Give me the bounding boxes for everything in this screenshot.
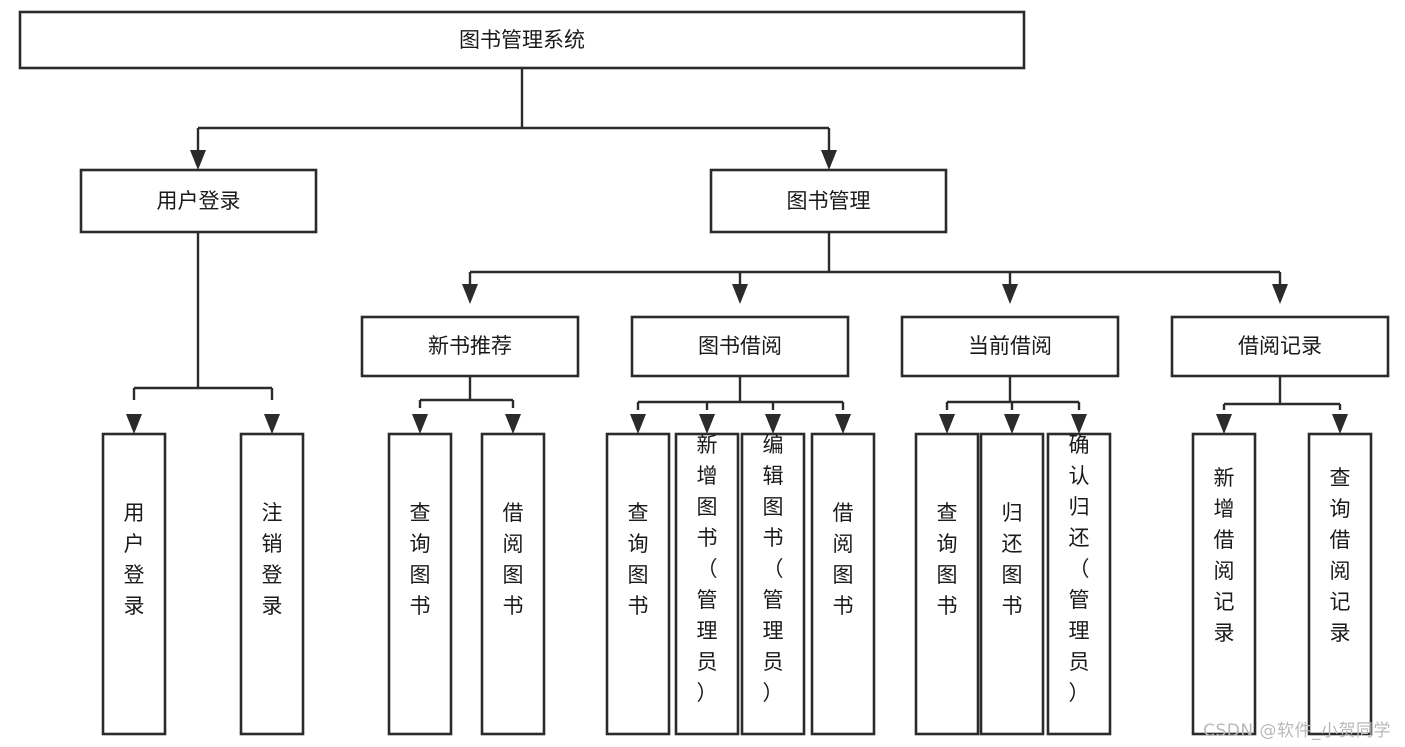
node-book-management-label: 图书管理 [787, 189, 871, 213]
arrow-down-icon [835, 414, 851, 434]
leaf-book-borrow-edit[interactable]: 编辑图书（管理员） [740, 432, 806, 736]
leaf-book-borrow-borrow[interactable]: 借阅图书 [810, 432, 876, 736]
leaf-new-book-borrow-label: 借阅图书 [503, 501, 524, 618]
node-book-borrow[interactable]: 图书借阅 [630, 315, 850, 378]
leaf-user-login-login-label: 用户登录 [124, 501, 145, 618]
connectors-userlogin-to-leaves [126, 232, 280, 434]
node-user-login[interactable]: 用户登录 [79, 168, 318, 234]
leaf-book-borrow-borrow-label: 借阅图书 [833, 501, 854, 618]
arrow-down-icon [190, 150, 206, 170]
arrow-down-icon [699, 414, 715, 434]
leaf-user-login-login[interactable]: 用户登录 [101, 432, 167, 736]
node-new-book-recommend[interactable]: 新书推荐 [360, 315, 580, 378]
leaf-current-borrow-query-label: 查询图书 [937, 501, 958, 618]
leaf-new-book-borrow[interactable]: 借阅图书 [480, 432, 546, 736]
node-borrow-record-label: 借阅记录 [1238, 334, 1322, 358]
node-borrow-record[interactable]: 借阅记录 [1170, 315, 1390, 378]
arrow-down-icon [765, 414, 781, 434]
arrow-down-icon [412, 414, 428, 434]
leaf-current-borrow-return-label: 归还图书 [1002, 501, 1023, 618]
arrow-down-icon [462, 284, 478, 304]
leaf-borrow-record-add[interactable]: 新增借阅记录 [1191, 432, 1257, 736]
leaf-book-borrow-edit-label: 编辑图书（管理员） [763, 433, 784, 705]
watermark-credit: CSDN @软件_小贺同学 [1203, 721, 1391, 741]
arrow-down-icon [1272, 284, 1288, 304]
leaf-user-login-logout[interactable]: 注销登录 [239, 432, 305, 736]
leaf-book-borrow-query[interactable]: 查询图书 [605, 432, 671, 736]
leaf-book-borrow-add[interactable]: 新增图书（管理员） [674, 432, 740, 736]
connectors-root-to-level2 [190, 68, 837, 170]
arrow-down-icon [1002, 284, 1018, 304]
leaf-borrow-record-add-label: 新增借阅记录 [1214, 466, 1235, 645]
leaf-current-borrow-confirm-label: 确认归还（管理员） [1069, 433, 1090, 705]
arrow-down-icon [1071, 414, 1087, 434]
leaf-new-book-query-label: 查询图书 [410, 501, 431, 618]
arrow-down-icon [1216, 414, 1232, 434]
arrow-down-icon [939, 414, 955, 434]
node-root-system[interactable]: 图书管理系统 [18, 10, 1026, 70]
leaf-user-login-logout-label: 注销登录 [262, 501, 283, 618]
arrow-down-icon [126, 414, 142, 434]
leaf-new-book-query[interactable]: 查询图书 [387, 432, 453, 736]
arrow-down-icon [1004, 414, 1020, 434]
leaf-book-borrow-query-label: 查询图书 [628, 501, 649, 618]
node-root-system-label: 图书管理系统 [459, 28, 585, 52]
connectors-currentborrow-to-leaves [939, 376, 1087, 434]
leaf-current-borrow-return[interactable]: 归还图书 [979, 432, 1045, 736]
arrow-down-icon [505, 414, 521, 434]
connectors-newbook-to-leaves [412, 376, 521, 434]
node-book-management[interactable]: 图书管理 [709, 168, 948, 234]
connectors-borrowrecord-to-leaves [1216, 376, 1348, 434]
leaf-book-borrow-add-label: 新增图书（管理员） [697, 433, 718, 705]
node-user-login-label: 用户登录 [157, 189, 241, 213]
arrow-down-icon [732, 284, 748, 304]
connectors-bookmgmt-to-level3 [462, 232, 1288, 304]
leaf-current-borrow-confirm[interactable]: 确认归还（管理员） [1046, 432, 1112, 736]
connectors-bookborrow-to-leaves [630, 376, 851, 434]
node-new-book-recommend-label: 新书推荐 [428, 334, 512, 358]
leaf-borrow-record-query-label: 查询借阅记录 [1330, 466, 1351, 645]
arrow-down-icon [264, 414, 280, 434]
node-current-borrow[interactable]: 当前借阅 [900, 315, 1120, 378]
node-current-borrow-label: 当前借阅 [968, 334, 1052, 358]
node-book-borrow-label: 图书借阅 [698, 334, 782, 358]
arrow-down-icon [1332, 414, 1348, 434]
leaf-current-borrow-query[interactable]: 查询图书 [914, 432, 980, 736]
arrow-down-icon [821, 150, 837, 170]
arrow-down-icon [630, 414, 646, 434]
leaf-borrow-record-query[interactable]: 查询借阅记录 [1307, 432, 1373, 736]
